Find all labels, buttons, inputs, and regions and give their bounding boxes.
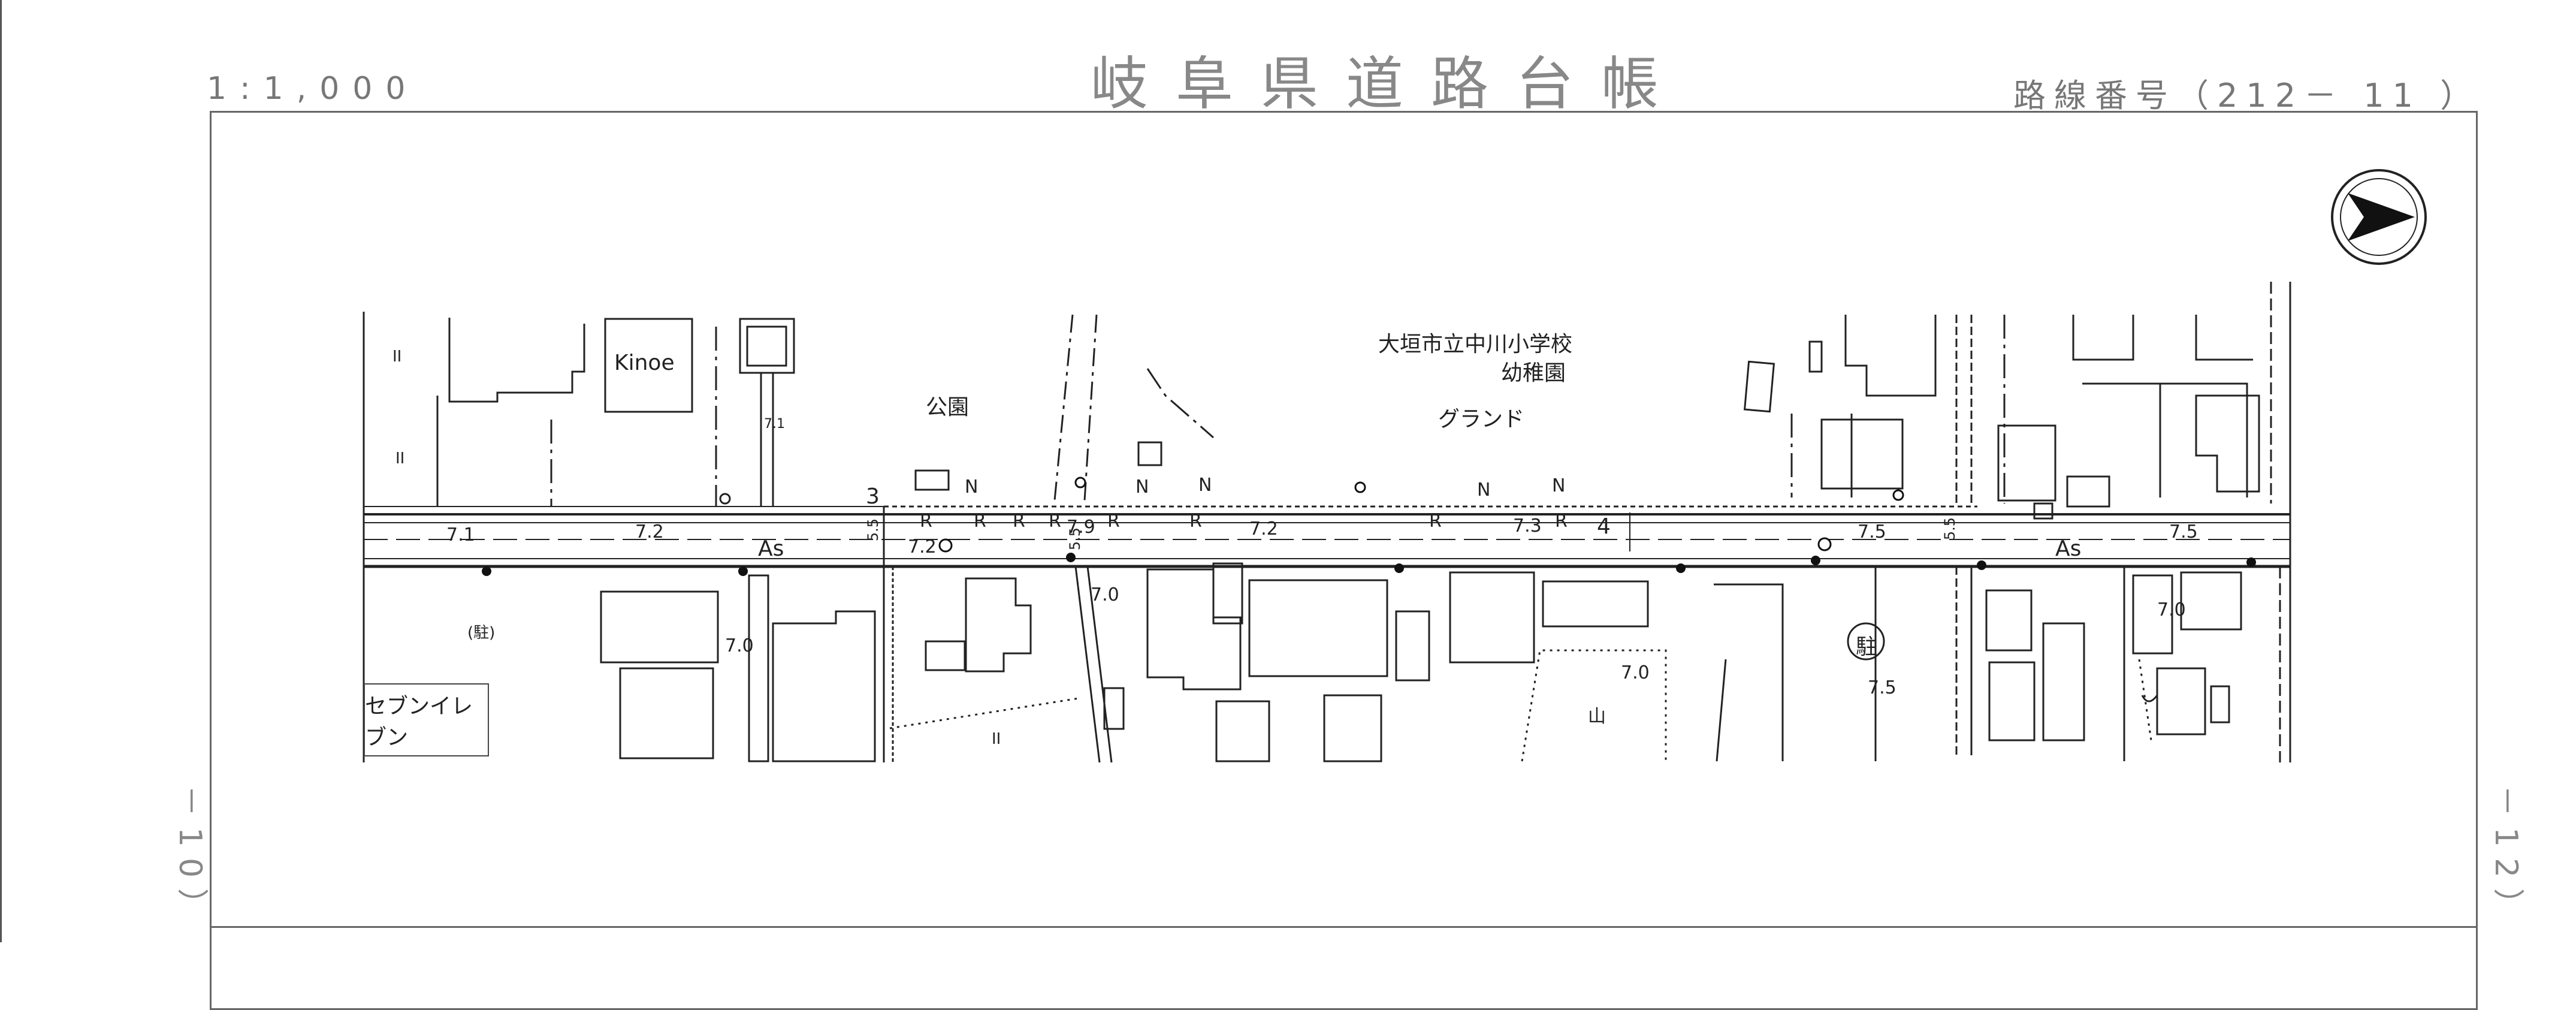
width-label: 5.5 (1941, 517, 1959, 541)
adjacent-sheet-left: －10） (172, 785, 208, 931)
road-markers (938, 477, 1904, 553)
field-symbol: II (395, 450, 405, 468)
marker-label: R (1429, 511, 1442, 532)
route-number: 路線番号（212－ 11 ） (2013, 77, 2481, 114)
elevation-label: 7.0 (2157, 599, 2186, 620)
elevation-label: 7.1 (764, 417, 785, 432)
elevation-label: 7.3 (1513, 515, 1542, 536)
parking-label-small: (駐) (467, 624, 496, 642)
marker-label: R (1013, 511, 1025, 532)
mountain-symbol: 山 (1588, 706, 1606, 727)
road-map-drawing (363, 169, 2427, 763)
kinoe-box (604, 318, 694, 411)
field-symbol: II (392, 348, 402, 366)
marker-label: N (965, 477, 979, 498)
parking-circle-icon (1847, 622, 1885, 661)
page-edge-line (0, 0, 2, 942)
station-4-label: 4 (1597, 514, 1611, 539)
elevation-label: 7.0 (725, 635, 754, 656)
parking-label-circle: 駐 (1856, 635, 1878, 659)
surface-label-left: As (758, 536, 784, 561)
north-arrow-icon (2331, 169, 2427, 265)
marker-label: R (1107, 511, 1120, 532)
seven-eleven-label: セブンイレブン (365, 694, 473, 750)
marker-label: R (1049, 511, 1061, 532)
marker-label: N (1136, 477, 1149, 498)
elevation-label: 7.0 (1621, 662, 1650, 683)
field-symbol: II (992, 730, 1001, 748)
elevation-label: 7.2 (908, 536, 937, 557)
road (364, 505, 2290, 568)
ground-label: グランド (1438, 407, 1525, 432)
surface-label-right: As (2055, 536, 2082, 561)
marker-label: R (1189, 511, 1202, 532)
map-frame-bottom (210, 926, 2478, 928)
marker-label: N (1477, 480, 1491, 501)
elevation-label: 7.9 (1067, 517, 1095, 538)
width-label: 5.5 (865, 518, 882, 542)
station-3-label: 3 (866, 484, 880, 509)
page-title: 岐阜県道路台帳 (1091, 50, 1686, 117)
elevation-label: 7.5 (2169, 521, 2198, 542)
map-scale: 1:1,000 (207, 71, 419, 107)
elevation-label: 7.2 (635, 521, 664, 542)
park-label: 公園 (926, 395, 970, 420)
signboard-icon (719, 318, 795, 506)
elevation-label: 7.2 (1249, 518, 1278, 539)
elevation-label: 7.5 (1868, 677, 1896, 698)
school-label: 大垣市立中川小学校 (1378, 332, 1573, 357)
marker-label: N (1552, 475, 1566, 496)
elevation-label: 7.5 (1858, 521, 1886, 542)
adjacent-sheet-right: －12） (2488, 785, 2524, 931)
elevation-label: 7.1 (446, 524, 475, 545)
marker-label: N (1198, 475, 1212, 496)
marker-label: R (974, 511, 986, 532)
kindergarten-label: 幼稚園 (1501, 361, 1566, 385)
utility-poles (482, 553, 2256, 576)
marker-label: R (1555, 511, 1568, 532)
seven-eleven-box: セブンイレブン (364, 683, 489, 756)
curve-symbol-icon (2141, 695, 2158, 703)
elevation-label: 7.0 (1091, 584, 1119, 605)
kinoe-label: Kinoe (614, 351, 675, 375)
marker-label: R (920, 511, 932, 532)
